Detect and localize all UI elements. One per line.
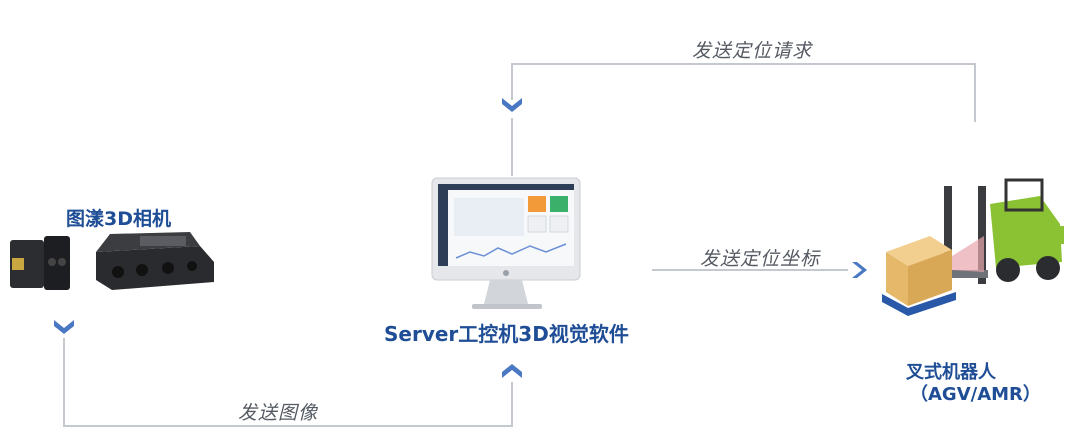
forklift-title: 叉式机器人 <box>906 362 996 383</box>
request-flow-label: 发送定位请求 <box>692 40 813 62</box>
camera-title: 图漾3D相机 <box>66 208 171 230</box>
image-connector <box>63 338 513 427</box>
large-camera-icon <box>96 232 214 290</box>
image-flow-label: 发送图像 <box>238 402 319 424</box>
server-title: Server工控机3D视觉软件 <box>384 322 629 346</box>
right-chevron-icon <box>852 262 867 278</box>
small-camera-icon <box>10 236 70 290</box>
coords-flow-label: 发送定位坐标 <box>700 248 821 270</box>
down-chevron-icon <box>502 98 522 112</box>
camera-down-chevron-icon <box>54 320 74 334</box>
forklift-subtitle: （AGV/AMR） <box>910 384 1041 405</box>
up-chevron-icon <box>502 364 522 378</box>
request-connector <box>511 63 976 122</box>
